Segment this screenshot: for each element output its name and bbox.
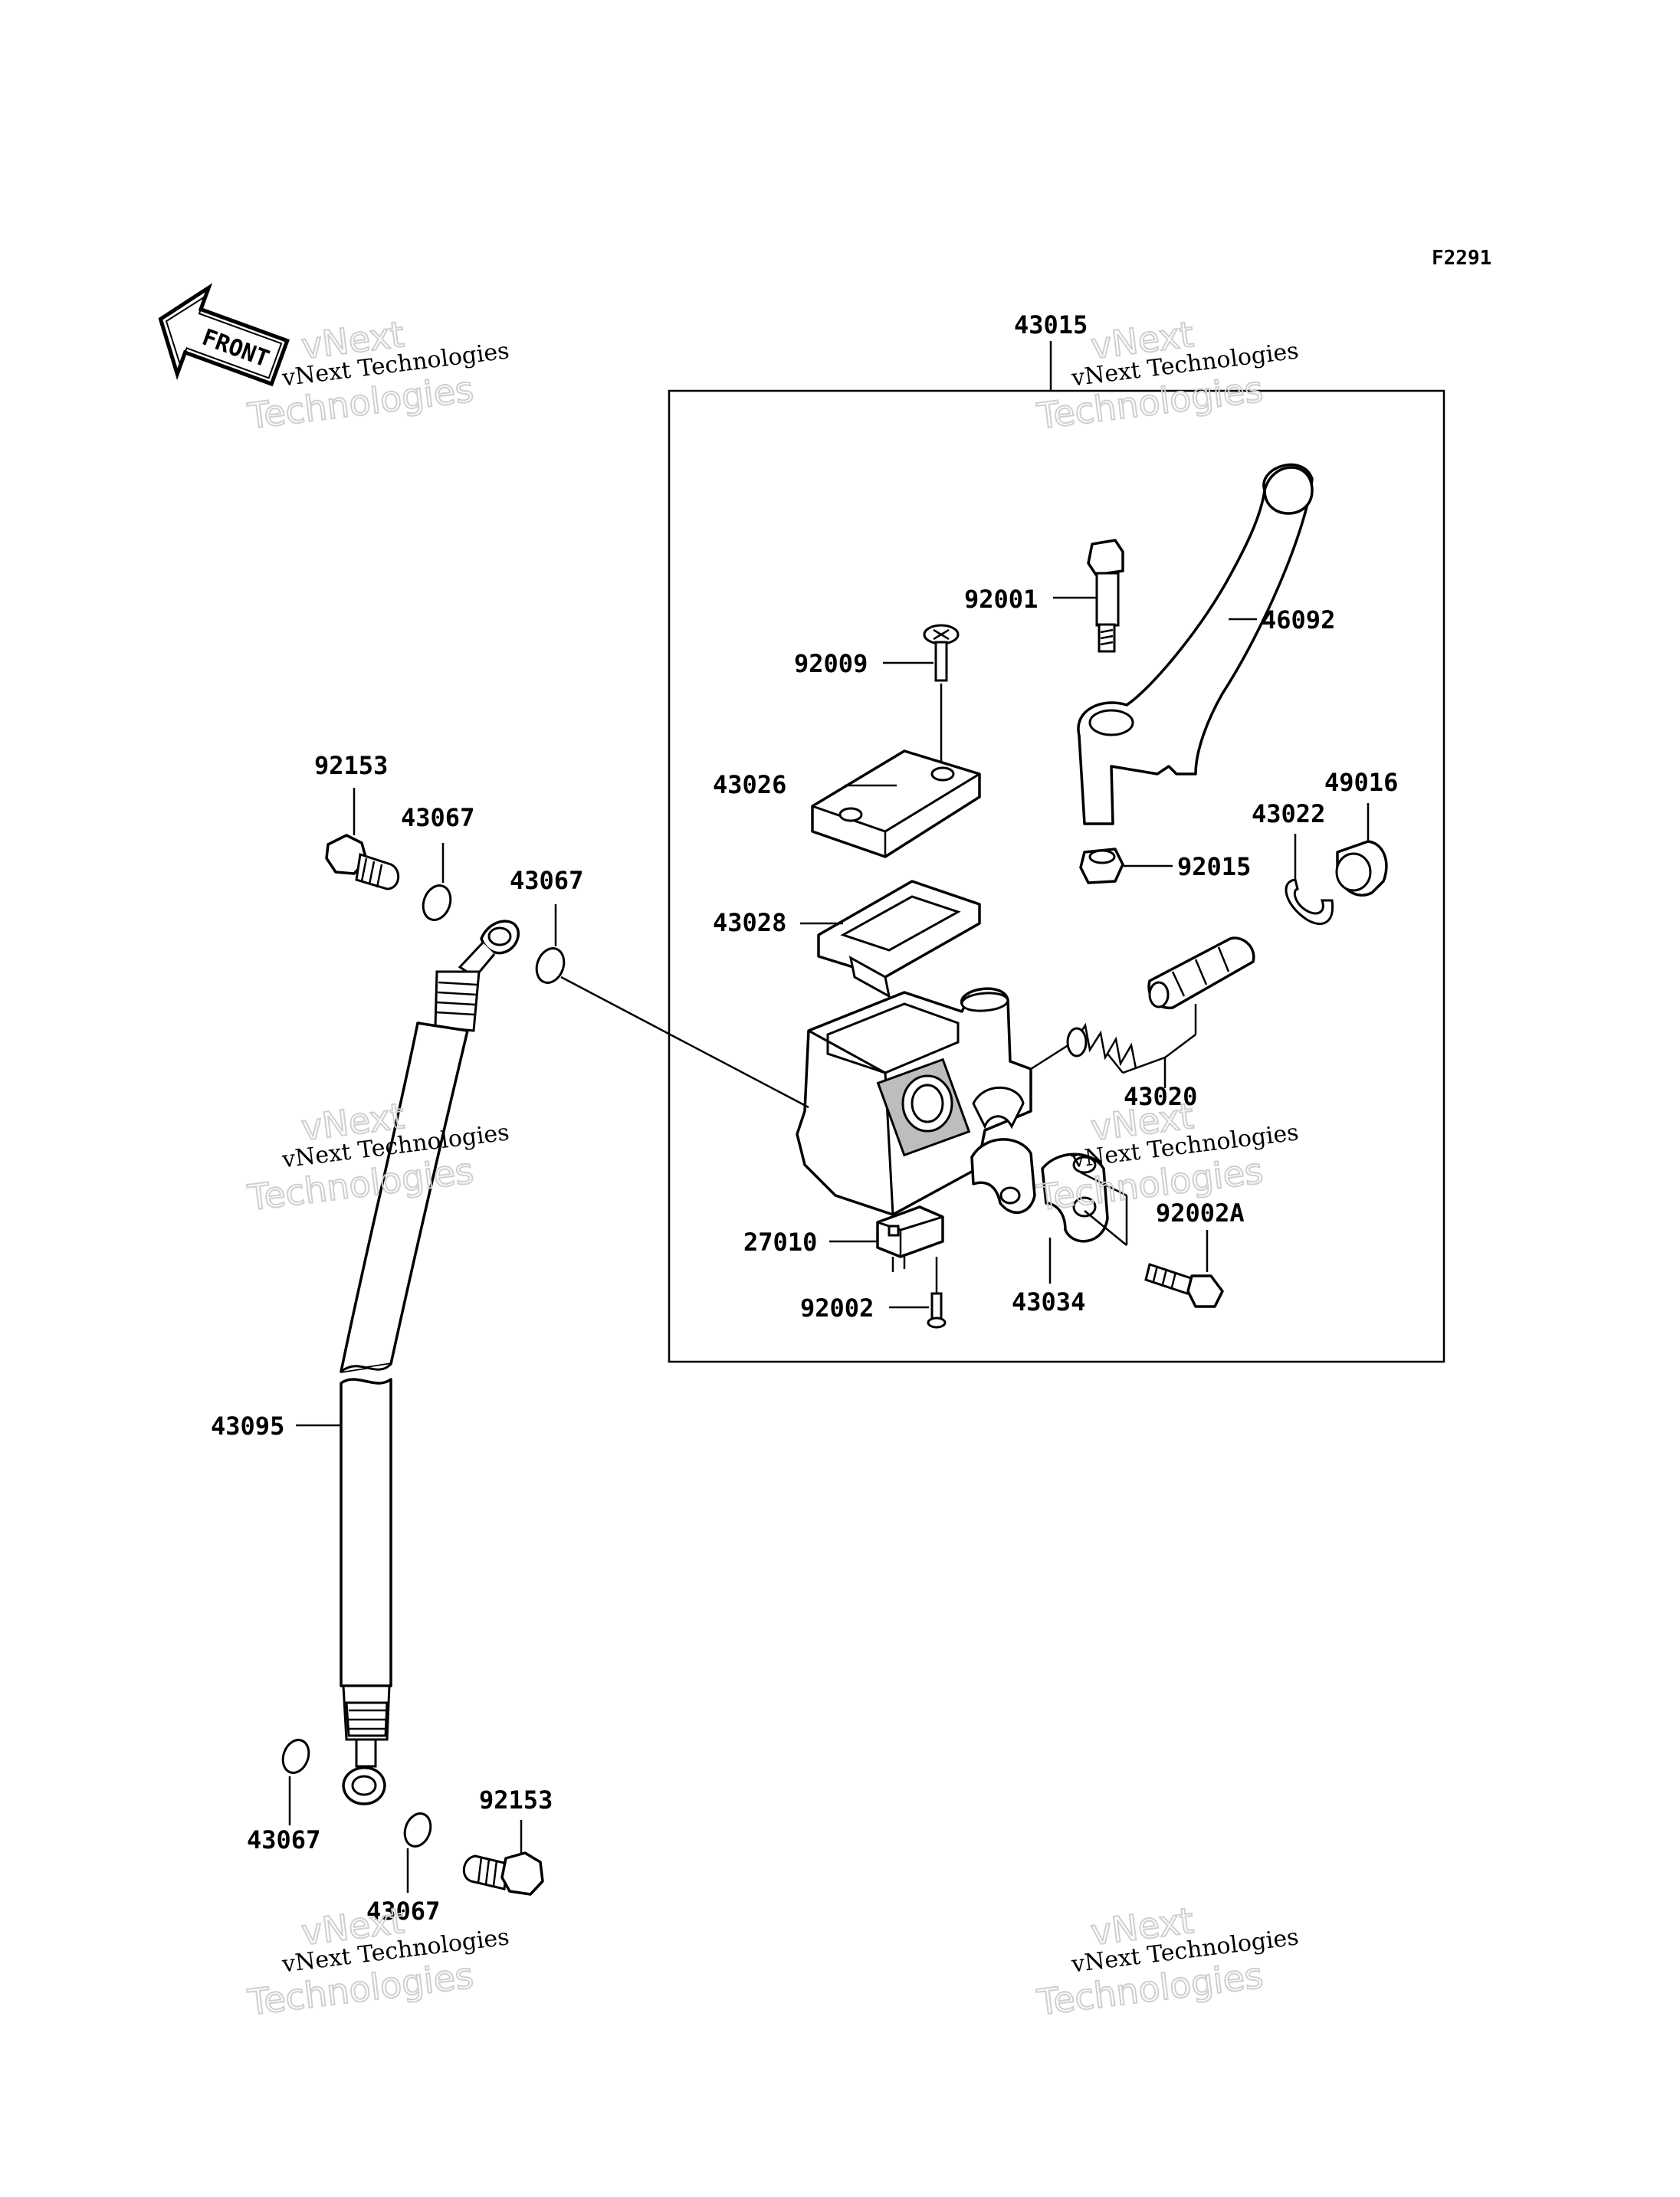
brake-hose-part <box>340 920 520 1805</box>
switch-screw-part <box>927 1292 947 1329</box>
washer-lower-b <box>403 1812 432 1848</box>
label-43067-d: 43067 <box>366 1897 440 1926</box>
clamp-half-body <box>970 1138 1036 1215</box>
label-92153-upper: 92153 <box>314 751 388 780</box>
label-92153-lower: 92153 <box>479 1785 553 1815</box>
banjo-bolt-lower-part <box>463 1851 544 1896</box>
clamp-part <box>1041 1153 1109 1243</box>
label-43026: 43026 <box>713 770 786 799</box>
watermark-5: vNext vNext Technologies Technologies <box>244 1899 511 2024</box>
washer-upper-b <box>535 947 566 984</box>
watermark-4: vNext vNext Technologies Technologies <box>1034 1094 1301 1219</box>
label-92002: 92002 <box>800 1294 874 1323</box>
label-92002A: 92002A <box>1156 1199 1245 1228</box>
label-43067-a: 43067 <box>401 803 474 832</box>
label-43020: 43020 <box>1124 1082 1197 1111</box>
label-49016: 49016 <box>1324 768 1398 797</box>
screw-part <box>923 624 960 682</box>
washer-upper-a <box>422 884 452 921</box>
label-92009: 92009 <box>794 649 868 678</box>
label-43067-c: 43067 <box>247 1825 320 1854</box>
label-43095: 43095 <box>211 1412 284 1441</box>
reservoir-cover-part <box>811 749 981 858</box>
assembly-label: 43015 <box>1014 310 1088 339</box>
boot-part <box>1335 840 1388 897</box>
front-arrow-icon: FRONT <box>158 283 290 387</box>
banjo-bolt-upper-part <box>325 834 399 890</box>
label-43067-b: 43067 <box>510 866 583 895</box>
label-46092: 46092 <box>1262 605 1335 635</box>
label-92001: 92001 <box>964 585 1038 614</box>
spring-part <box>1066 1022 1137 1069</box>
assembly-box <box>668 389 1445 1363</box>
lever-part <box>1077 463 1314 825</box>
diagram-code: F2291 <box>1432 247 1491 270</box>
pivot-bolt-part <box>1087 539 1124 653</box>
label-43028: 43028 <box>713 908 786 937</box>
washer-lower-a <box>281 1739 310 1774</box>
circlip-part <box>1285 878 1334 926</box>
label-27010: 27010 <box>743 1228 817 1257</box>
piston-part <box>1147 936 1255 1009</box>
watermark-3: vNext vNext Technologies Technologies <box>244 1094 511 1219</box>
nut-part <box>1079 848 1124 884</box>
clamp-bolt-part <box>1144 1263 1224 1308</box>
label-43022: 43022 <box>1252 799 1325 828</box>
diaphragm-part <box>817 880 981 998</box>
label-43034: 43034 <box>1012 1287 1085 1317</box>
label-92015: 92015 <box>1177 852 1251 881</box>
brake-switch-part <box>876 1205 944 1272</box>
watermark-6: vNext vNext Technologies Technologies <box>1034 1899 1301 2024</box>
watermark-1: vNext vNext Technologies Technologies <box>244 313 511 438</box>
